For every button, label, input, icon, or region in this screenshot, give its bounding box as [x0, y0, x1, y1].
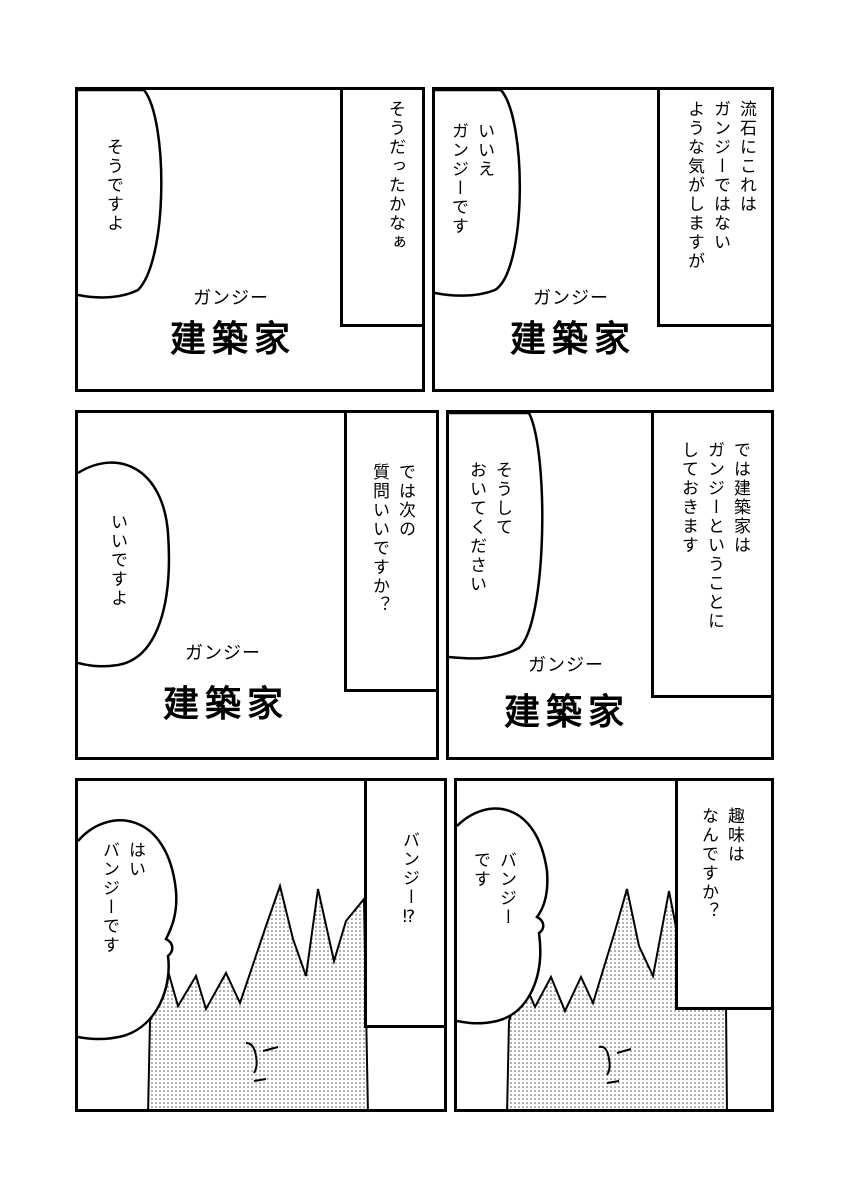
panel-1: そうですよ そうだったかなぁ ガンジー 建築家	[75, 87, 425, 392]
character-drawing-5	[147, 882, 369, 1109]
sign-kana-2: ガンジー	[533, 288, 609, 309]
sign-main-4: 建築家	[503, 692, 630, 733]
caption-box-3: では次の 質問いいですか？	[344, 413, 436, 692]
caption-box-5: バンジー⁉	[364, 781, 444, 1028]
caption-box-4: では建築家は ガンジーということに しておきます	[651, 413, 771, 698]
speech-bubble-4	[449, 413, 544, 660]
speech-text-4: そうして おいてください	[466, 461, 512, 594]
speech-text-1: そうですよ	[103, 138, 123, 233]
sign-main-3: 建築家	[162, 684, 289, 725]
panel-6: バンジー です 趣味は なんですか？	[454, 778, 774, 1112]
sign-kana-3: ガンジー	[185, 643, 261, 664]
sign-kana-1: ガンジー	[193, 288, 269, 309]
speech-bubble-2	[435, 90, 521, 297]
caption-box-2: 流石にこれは ガンジーではない ような気がしますが	[657, 90, 771, 327]
speech-text-2: いいえ ガンジーです	[448, 122, 494, 236]
speech-text-5: はい バンジーです	[99, 841, 145, 955]
speech-bubble-3	[78, 461, 171, 668]
sign-main-1: 建築家	[169, 319, 296, 360]
speech-bubble-6	[457, 807, 549, 1025]
speech-text-3: いいですよ	[107, 513, 127, 608]
speech-text-6: バンジー です	[470, 851, 516, 927]
caption-box-6: 趣味は なんですか？	[675, 781, 771, 1010]
caption-box-1: そうだったかなぁ	[340, 90, 422, 327]
speech-bubble-1	[78, 90, 163, 299]
sign-kana-4: ガンジー	[528, 655, 604, 676]
panel-5: はい バンジーです バンジー⁉	[75, 778, 447, 1112]
panel-4: そうして おいてください では建築家は ガンジーということに しておきます ガン…	[446, 410, 774, 760]
sign-main-2: 建築家	[509, 319, 636, 360]
panel-3: いいですよ では次の 質問いいですか？ ガンジー 建築家	[75, 410, 439, 760]
panel-2: いいえ ガンジーです 流石にこれは ガンジーではない ような気がしますが ガンジ…	[432, 87, 774, 392]
speech-bubble-5	[78, 819, 178, 1041]
